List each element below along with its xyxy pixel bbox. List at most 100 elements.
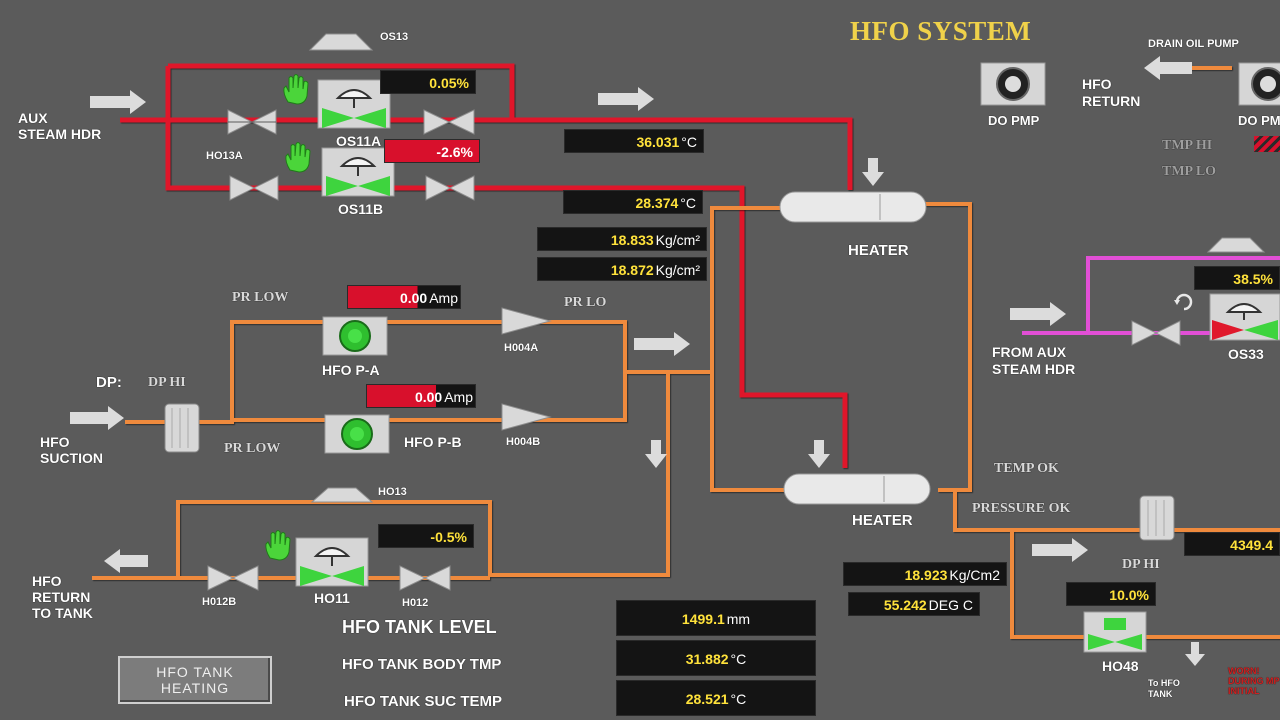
pressure-2-unit: Kg/cm² bbox=[655, 262, 700, 278]
pressure-1-unit: Kg/cm² bbox=[655, 232, 700, 248]
label-heater-bottom: HEATER bbox=[852, 512, 913, 529]
hand-icon[interactable] bbox=[262, 528, 294, 567]
tank-suc-temp-unit: °C bbox=[730, 691, 747, 707]
label-aux-steam-hdr: AUX STEAM HDR bbox=[18, 110, 102, 142]
tank-body-tmp-unit: °C bbox=[730, 651, 747, 667]
arrow-down-icon bbox=[808, 440, 830, 468]
pump-do-pmp-2[interactable] bbox=[1238, 62, 1280, 106]
temp-2-value: 28.374 bbox=[635, 195, 679, 211]
label-do-pmp-2: DO PM bbox=[1238, 113, 1280, 128]
temp-3-unit: DEG C bbox=[928, 597, 973, 613]
pump-hfo-pa[interactable] bbox=[322, 316, 388, 356]
control-valve-ho48[interactable] bbox=[1082, 610, 1148, 654]
label-os33: OS33 bbox=[1228, 346, 1264, 362]
label-ho13: HO13 bbox=[378, 486, 407, 498]
pressure-3-unit: Kg/Cm2 bbox=[949, 567, 1000, 583]
pa-amp-unit: Amp bbox=[429, 290, 458, 306]
pump-hfo-pb[interactable] bbox=[324, 414, 390, 454]
label-hfo-suction: HFO SUCTION bbox=[40, 434, 103, 466]
temp-1-value: 36.031 bbox=[636, 134, 680, 150]
filter-left bbox=[164, 403, 200, 453]
os11b-position-readout: -2.6% bbox=[384, 139, 480, 163]
arrow-right-icon bbox=[1032, 538, 1088, 562]
label-pr-lo: PR LO bbox=[564, 295, 607, 310]
label-warning-note: WORN! DURING MP INITIAL bbox=[1228, 666, 1280, 696]
hfo-tank-heating-button[interactable]: HFO TANK HEATING bbox=[118, 656, 272, 704]
label-ho11: HO11 bbox=[314, 590, 350, 606]
label-os11b: OS11B bbox=[338, 201, 384, 217]
control-valve-os11a[interactable] bbox=[316, 78, 392, 130]
ho48-position-readout: 10.0% bbox=[1066, 582, 1156, 606]
label-hfo-pa: HFO P-A bbox=[322, 362, 380, 378]
label-hfo-return-to-tank: HFO RETURN TO TANK bbox=[32, 573, 93, 621]
arrow-right-icon bbox=[70, 406, 124, 430]
arrow-left-icon bbox=[1144, 56, 1192, 80]
label-hfo-tank-body-tmp: HFO TANK BODY TMP bbox=[342, 656, 502, 673]
hfo-tank-heating-label: HFO TANK HEATING bbox=[156, 664, 234, 696]
label-os11a: OS11A bbox=[336, 133, 382, 149]
label-do-pmp: DO PMP bbox=[988, 113, 1040, 128]
label-h004a: H004A bbox=[504, 342, 539, 354]
label-tmp-lo: TMP LO bbox=[1162, 164, 1217, 179]
pressure-3-value: 18.923 bbox=[904, 567, 948, 583]
tank-body-tmp-value: 31.882 bbox=[685, 651, 729, 667]
temp-readout-2: 28.374°C bbox=[563, 190, 703, 214]
label-to-hfo-tank: To HFO TANK bbox=[1148, 678, 1180, 699]
heater-top-vessel bbox=[779, 191, 927, 223]
control-valve-os11b[interactable] bbox=[320, 146, 396, 198]
flow-arrows bbox=[70, 56, 1205, 666]
label-h012: H012 bbox=[402, 597, 429, 609]
filter-right bbox=[1139, 495, 1175, 541]
label-dp-hi-left: DP HI bbox=[148, 375, 186, 390]
os11a-position-readout: 0.05% bbox=[380, 70, 476, 94]
pump-do-pmp[interactable] bbox=[980, 62, 1046, 106]
label-h004b: H004B bbox=[506, 436, 541, 448]
temp-readout-1: 36.031°C bbox=[564, 129, 704, 153]
temp-2-unit: °C bbox=[680, 195, 696, 211]
label-temp-ok: TEMP OK bbox=[994, 461, 1059, 476]
label-tmp-hi: TMP HI bbox=[1162, 138, 1213, 153]
label-hfo-tank-suc-temp: HFO TANK SUC TEMP bbox=[344, 693, 503, 710]
temp-1-unit: °C bbox=[681, 134, 697, 150]
temp-3-value: 55.242 bbox=[883, 597, 927, 613]
label-h012b: H012B bbox=[202, 596, 237, 608]
hand-icon[interactable] bbox=[282, 140, 314, 179]
label-drain-oil-pump: DRAIN OIL PUMP bbox=[1148, 38, 1239, 50]
label-pr-low-bottom: PR LOW bbox=[224, 441, 281, 456]
label-ho48: HO48 bbox=[1102, 658, 1139, 674]
arrow-right-icon bbox=[90, 90, 146, 114]
arrow-down-icon bbox=[1185, 642, 1205, 666]
control-valve-ho11[interactable] bbox=[294, 536, 370, 588]
pressure-1-value: 18.833 bbox=[610, 232, 654, 248]
arrow-right-icon bbox=[634, 332, 690, 356]
hand-icon[interactable] bbox=[280, 72, 312, 111]
pb-amp-value: 0.00 bbox=[414, 389, 443, 405]
refresh-icon[interactable] bbox=[1172, 290, 1196, 319]
label-pressure-ok: PRESSURE OK bbox=[972, 501, 1071, 516]
flow-readout: 4349.4 bbox=[1184, 532, 1280, 556]
label-dp: DP: bbox=[96, 374, 122, 391]
control-valve-os33[interactable] bbox=[1208, 292, 1280, 342]
gate-valves bbox=[207, 33, 1266, 591]
arrow-left-icon bbox=[104, 549, 148, 573]
label-hfo-pb: HFO P-B bbox=[404, 434, 462, 450]
page-title: HFO SYSTEM bbox=[850, 16, 1032, 46]
label-os13: OS13 bbox=[380, 31, 409, 43]
tank-body-temp-readout: 31.882°C bbox=[616, 640, 816, 676]
tank-level-unit: mm bbox=[726, 611, 751, 627]
arrow-down-icon bbox=[645, 440, 667, 468]
alarm-hatch-icon bbox=[1254, 136, 1280, 152]
os33-position-readout: 38.5% bbox=[1194, 266, 1280, 290]
tank-level-value: 1499.1 bbox=[681, 611, 725, 627]
arrow-right-icon bbox=[1010, 302, 1066, 326]
pressure-2-value: 18.872 bbox=[610, 262, 654, 278]
tank-suc-temp-value: 28.521 bbox=[685, 691, 729, 707]
pb-amp-unit: Amp bbox=[444, 389, 473, 405]
ho11-position-readout: -0.5% bbox=[378, 524, 474, 548]
